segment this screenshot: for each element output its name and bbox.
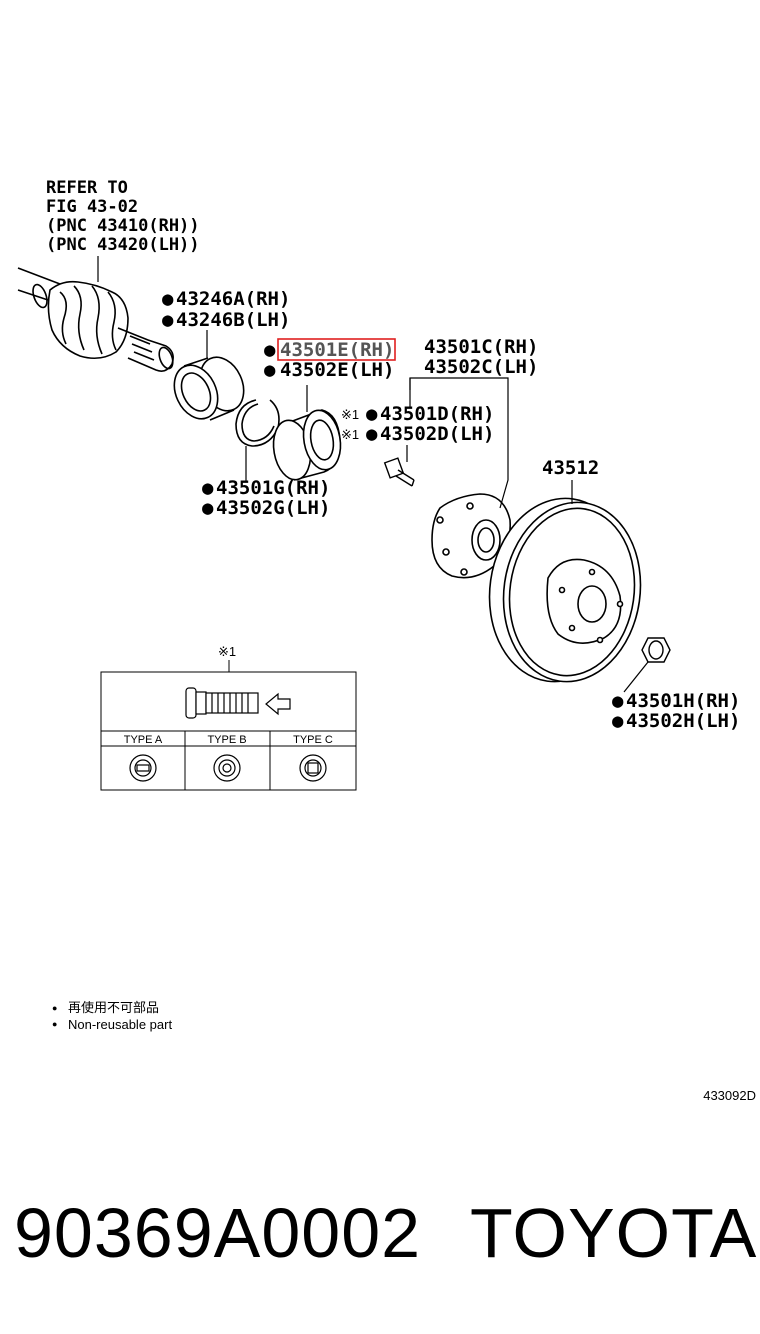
label-43246a: 43246A(RH): [176, 288, 290, 310]
type-b-label: TYPE B: [207, 734, 246, 746]
refer-note: REFER TO FIG 43-02 (PNC 43410(RH)) (PNC …: [46, 178, 200, 255]
legend: ● 再使用不可部品 ● Non-reusable part: [52, 1000, 172, 1032]
parts-diagram: REFER TO FIG 43-02 (PNC 43410(RH)) (PNC …: [17, 178, 756, 1103]
label-43502c: 43502C(LH): [424, 356, 538, 378]
legend-chinese: 再使用不可部品: [68, 1000, 159, 1015]
type-c-icon: [299, 754, 327, 782]
label-43502h: 43502H(LH): [626, 710, 740, 732]
label-43501e: 43501E(RH): [280, 339, 394, 361]
bullet-43246a: ●: [162, 288, 174, 310]
legend-english: Non-reusable part: [68, 1017, 172, 1032]
bullet-43501h: ●: [612, 690, 624, 712]
label-43246b: 43246B(LH): [176, 309, 290, 331]
brand-name: TOYOTA: [470, 1194, 758, 1272]
legend-bullet-2: ●: [52, 1019, 57, 1029]
label-43512: 43512: [542, 457, 599, 479]
label-43501g: 43501G(RH): [216, 477, 330, 499]
label-43501c: 43501C(RH): [424, 336, 538, 358]
type-a-icon: [129, 754, 157, 782]
ref-mark-43501d: ※1: [341, 407, 359, 422]
type-c-label: TYPE C: [293, 734, 333, 746]
inset-title: ※1: [218, 644, 236, 659]
bullet-43502h: ●: [612, 710, 624, 732]
footer: 90369A0002 TOYOTA: [0, 1188, 760, 1278]
hub-nut-drawing: [641, 637, 671, 663]
bullet-43501d: ●: [366, 403, 378, 425]
stud-bolt-drawing: [185, 687, 291, 719]
inset-box: ※1 TYPE A TYPE B TYPE C: [100, 644, 357, 791]
label-43502d: 43502D(LH): [380, 423, 494, 445]
hub-bolt-drawing: [383, 457, 415, 487]
bullet-43502d: ●: [366, 423, 378, 445]
label-43501h: 43501H(RH): [626, 690, 740, 712]
label-43502g: 43502G(LH): [216, 497, 330, 519]
bullet-43502g: ●: [202, 497, 214, 519]
ref-mark-43502d: ※1: [341, 427, 359, 442]
drive-shaft-drawing: [17, 267, 174, 372]
dust-seal-drawing: [173, 356, 245, 421]
bullet-43501e: ●: [264, 339, 276, 361]
part-number: 90369A0002: [14, 1194, 422, 1272]
bullet-43502e: ●: [264, 359, 276, 381]
part-labels: ● 43246A(RH) ● 43246B(LH) ● 43501E(RH) ●…: [162, 288, 740, 732]
refer-line-3: (PNC 43410(RH)): [46, 216, 200, 236]
type-a-label: TYPE A: [124, 734, 163, 746]
type-b-icon: [213, 754, 241, 782]
bullet-43501g: ●: [202, 477, 214, 499]
figure-code: 433092D: [703, 1088, 756, 1103]
snap-ring-drawing: [235, 399, 280, 447]
refer-line-2: FIG 43-02: [46, 197, 138, 217]
refer-line-4: (PNC 43420(LH)): [46, 235, 200, 255]
brake-disc-drawing: [488, 497, 642, 683]
bearing-drawing: [272, 409, 342, 481]
legend-bullet-1: ●: [52, 1003, 57, 1013]
label-43502e: 43502E(LH): [280, 359, 394, 381]
highlight-box: [277, 338, 396, 361]
bullet-43246b: ●: [162, 309, 174, 331]
refer-line-1: REFER TO: [46, 178, 128, 198]
ref-marks: ※1 ※1: [341, 407, 359, 442]
axle-hub-drawing: [431, 493, 511, 579]
label-43501d: 43501D(RH): [380, 403, 494, 425]
